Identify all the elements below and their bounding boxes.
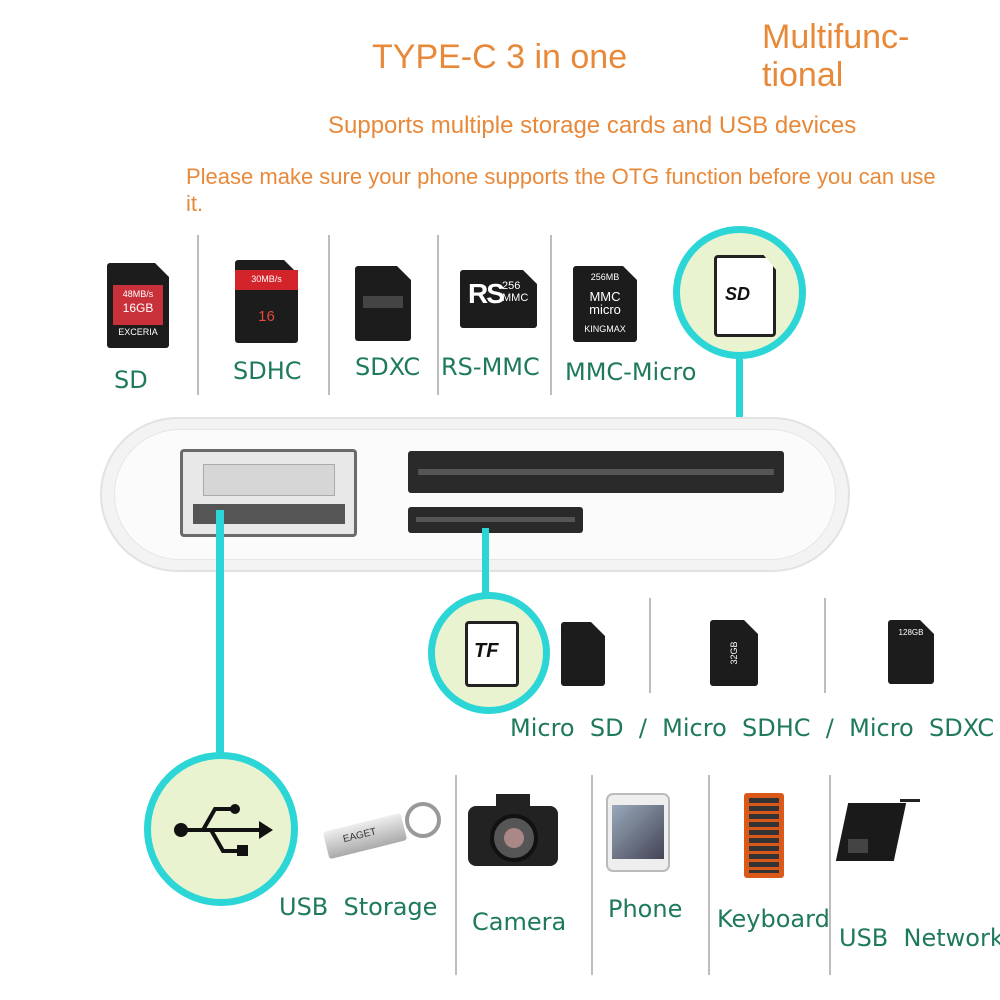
label-sdxc: SDXC xyxy=(355,353,421,381)
label-phone: Phone xyxy=(608,895,683,923)
rs-mmc-card-icon: RS 256 MMC xyxy=(460,270,537,328)
micro-sdxc-card-icon: 128GB xyxy=(888,620,934,684)
divider xyxy=(829,775,831,975)
sdhc-card-icon: 30MB/s 16 xyxy=(235,260,298,343)
divider xyxy=(591,775,593,975)
sdxc-card-icon xyxy=(355,266,411,341)
keyboard-icon xyxy=(744,793,784,878)
usb-a-port xyxy=(180,449,357,537)
tf-card-slot xyxy=(408,507,583,533)
label-keyboard: Keyboard xyxy=(717,905,830,933)
divider xyxy=(197,235,199,395)
label-usb-storage: USB Storage xyxy=(279,893,438,921)
sd-connector-line xyxy=(736,356,743,468)
label-sd: SD xyxy=(114,366,148,394)
micro-card-labels: Micro SD / Micro SDHC / Micro SDXC xyxy=(510,714,995,742)
subtitle: Supports multiple storage cards and USB … xyxy=(328,112,857,139)
tf-slot-callout: TF xyxy=(428,592,550,714)
tf-card-outline-icon: TF xyxy=(465,621,519,687)
divider xyxy=(550,235,552,395)
otg-note: Please make sure your phone supports the… xyxy=(186,164,936,216)
usb-port-callout xyxy=(144,752,298,906)
label-usb-network: USB Network xyxy=(839,924,1000,952)
sd-card-icon: 48MB/s 16GB EXCERIA xyxy=(107,263,169,348)
divider xyxy=(649,598,651,693)
title-multifunctional: Multifunc- tional xyxy=(762,18,910,94)
mmc-micro-card-icon: 256MB MMC micro KINGMAX xyxy=(573,266,637,342)
label-sdhc: SDHC xyxy=(233,357,302,385)
label-mmc-micro: MMC-Micro xyxy=(565,358,697,386)
sd-card-slot xyxy=(408,451,784,493)
label-rs-mmc: RS-MMC xyxy=(441,353,540,381)
sd-card-outline-icon: SD xyxy=(714,255,776,337)
divider xyxy=(455,775,457,975)
phone-icon xyxy=(606,793,670,872)
label-camera: Camera xyxy=(472,908,567,936)
micro-sdhc-card-icon: 32GB xyxy=(710,620,758,686)
tf-connector-line xyxy=(482,528,489,600)
usb-symbol-icon xyxy=(174,804,273,856)
divider xyxy=(708,775,710,975)
usb-flash-drive-icon: EAGET xyxy=(322,800,441,860)
network-adapter-icon xyxy=(835,795,922,867)
sd-slot-callout: SD xyxy=(673,226,806,359)
micro-sd-card-icon xyxy=(561,622,605,686)
divider xyxy=(437,235,439,395)
usb-connector-line xyxy=(216,510,224,760)
divider xyxy=(328,235,330,395)
divider xyxy=(824,598,826,693)
title-type-c: TYPE-C 3 in one xyxy=(372,38,628,76)
camera-icon xyxy=(468,792,558,870)
